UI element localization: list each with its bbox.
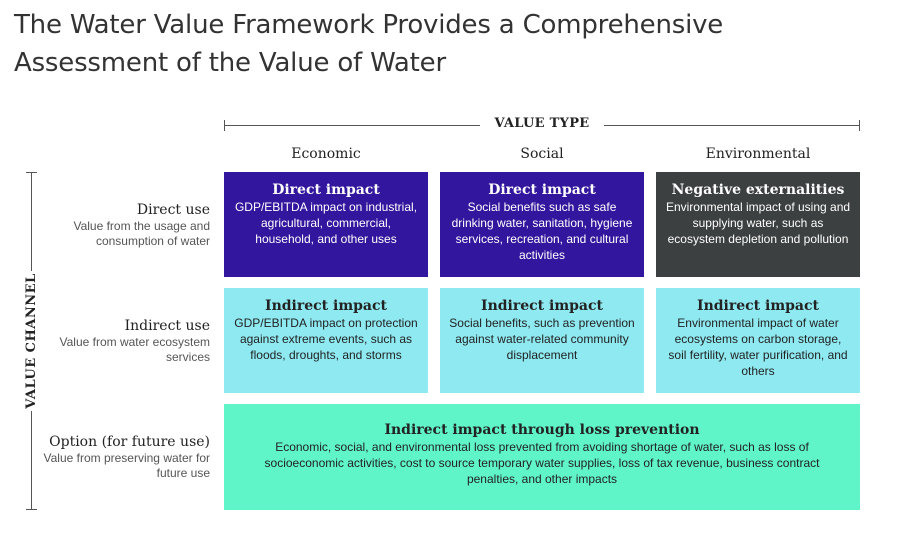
column-header-social: Social (520, 146, 564, 162)
cell-title: Indirect impact (481, 298, 603, 314)
cell-title: Indirect impact (697, 298, 819, 314)
cell-title: Direct impact (272, 182, 380, 198)
cell-direct-social: Direct impact Social benefits such as sa… (440, 172, 644, 277)
cell-title: Indirect impact (265, 298, 387, 314)
cell-title: Indirect impact through loss prevention (384, 422, 700, 438)
value-channel-label: VALUE CHANNEL (24, 271, 40, 411)
row-description: Value from water ecosystem services (59, 335, 211, 364)
row-label-option: Option (for future use) Value from prese… (40, 433, 210, 481)
column-header-economic: Economic (291, 146, 361, 162)
value-type-label: VALUE TYPE (494, 116, 590, 131)
cell-indirect-economic: Indirect impact GDP/EBITDA impact on pro… (224, 288, 428, 393)
cell-direct-environmental: Negative externalities Environmental imp… (656, 172, 860, 277)
column-header-environmental: Environmental (705, 146, 811, 162)
cell-text: Environmental impact of using and supply… (665, 200, 851, 246)
cell-text: Social benefits such as safe drinking wa… (451, 200, 633, 262)
value-channel-bottom-tick (26, 509, 37, 510)
row-name: Direct use (136, 202, 210, 218)
cell-title: Negative externalities (671, 182, 845, 198)
row-name: Indirect use (124, 318, 210, 334)
row-description: Value from the usage and consumption of … (73, 219, 210, 248)
row-description: Value from preserving water for future u… (43, 451, 210, 480)
row-label-indirect-use: Indirect use Value from water ecosystem … (50, 317, 211, 365)
cell-text: GDP/EBITDA impact on protection against … (234, 316, 418, 362)
cell-option: Indirect impact through loss prevention … (224, 404, 860, 510)
value-type-right-tick (859, 120, 860, 131)
cell-text: Economic, social, and environmental loss… (264, 440, 820, 486)
row-label-direct-use: Direct use Value from the usage and cons… (50, 201, 210, 249)
cell-text: Environmental impact of water ecosystems… (668, 316, 848, 378)
cell-direct-economic: Direct impact GDP/EBITDA impact on indus… (224, 172, 428, 277)
value-type-line-right (604, 125, 860, 126)
row-name: Option (for future use) (49, 434, 210, 450)
cell-text: Social benefits, such as prevention agai… (449, 316, 635, 362)
value-type-line-left (224, 125, 480, 126)
cell-title: Direct impact (488, 182, 596, 198)
page-title: The Water Value Framework Provides a Com… (14, 10, 724, 78)
cell-indirect-social: Indirect impact Social benefits, such as… (440, 288, 644, 393)
cell-indirect-environmental: Indirect impact Environmental impact of … (656, 288, 860, 393)
cell-text: GDP/EBITDA impact on industrial, agricul… (234, 200, 418, 246)
